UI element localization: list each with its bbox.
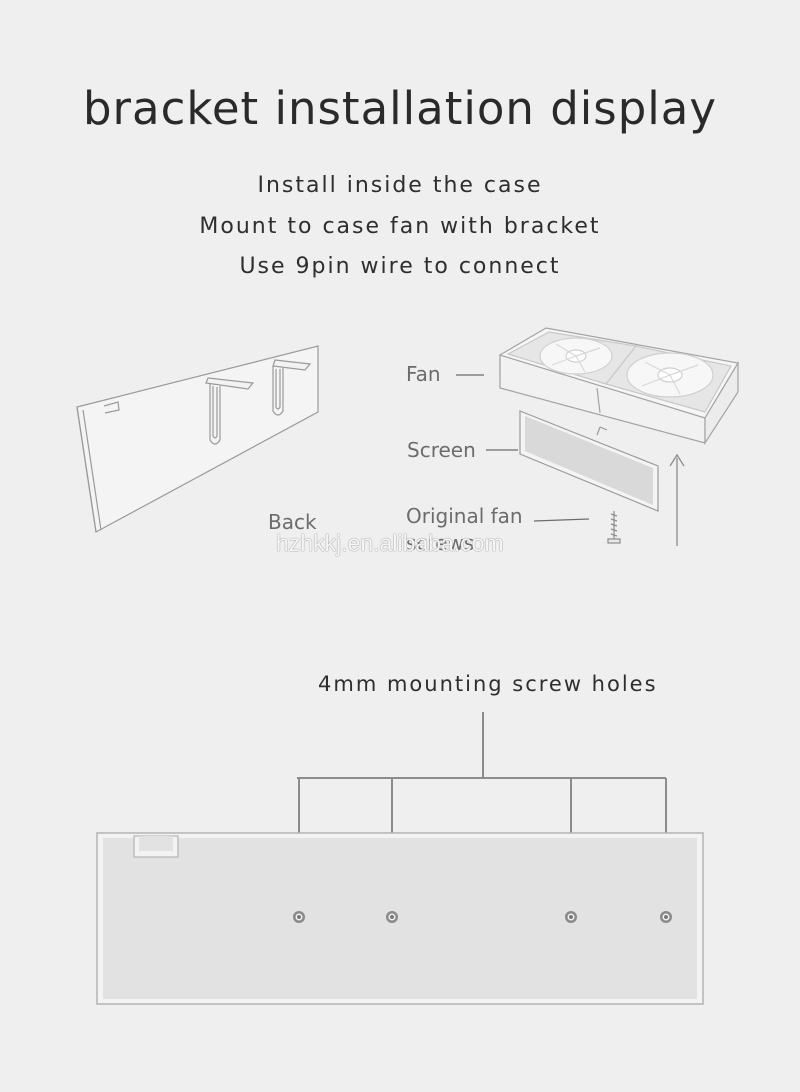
instruction-line-1: Install inside the case: [257, 173, 543, 198]
bracket-plate: [96, 832, 704, 1005]
screen-label: Screen: [407, 438, 476, 462]
instruction-line-3: Use 9pin wire to connect: [239, 254, 561, 279]
screws-label-line-1: Original fan: [406, 504, 523, 528]
fan-illustration: [499, 327, 739, 446]
screw-hole-icon: [386, 911, 398, 923]
screen-illustration: [519, 410, 659, 512]
screw-hole-icon: [660, 911, 672, 923]
screw-hole-icon: [565, 911, 577, 923]
arrow-up-icon: [669, 453, 685, 546]
screws-label-line-2: screws: [406, 531, 475, 555]
page-title: bracket installation display: [82, 82, 718, 135]
watermark: hzhkkj.en.alibaba.com: [276, 530, 504, 556]
back-panel-illustration: [76, 345, 319, 533]
screws-leader-line: [533, 518, 590, 522]
instructions: Install inside the case Mount to case fa…: [0, 166, 800, 288]
back-label: Back: [268, 510, 317, 534]
instruction-line-2: Mount to case fan with bracket: [199, 213, 601, 239]
screw-illustration: [607, 511, 621, 544]
fan-label: Fan: [406, 362, 441, 386]
holes-label: 4mm mounting screw holes: [318, 672, 658, 696]
screw-hole-icon: [293, 911, 305, 923]
